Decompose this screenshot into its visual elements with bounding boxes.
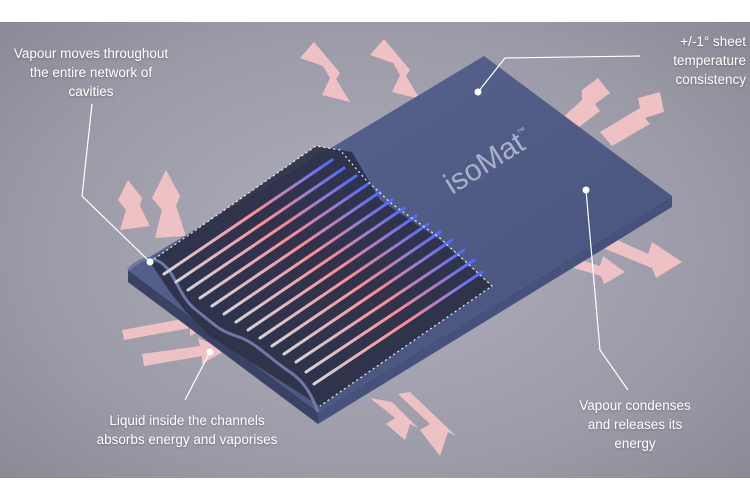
channel <box>270 230 442 348</box>
callout-vapour-moves: Vapour moves throughout the entire netwo… <box>6 44 176 101</box>
arrow-r-2 <box>598 232 682 278</box>
channel <box>210 190 382 308</box>
arrow-down-1 <box>370 398 418 440</box>
arrow-ur-1 <box>560 78 610 130</box>
dot-vapour <box>146 258 154 266</box>
callout-line: cavities <box>68 84 114 99</box>
plate-side-front <box>128 270 318 424</box>
callout-line: and releases its <box>587 417 683 432</box>
callout-line: temperature <box>673 53 746 68</box>
callout-line: the entire network of <box>29 65 153 80</box>
callout-temperature: +/-1° sheet temperature consistency <box>596 32 746 89</box>
arrow-ur-2 <box>600 92 664 146</box>
channel <box>312 270 484 386</box>
dot-liquid <box>206 348 214 356</box>
callout-leaders <box>81 55 641 401</box>
arrow-up-1 <box>300 42 350 102</box>
leader-temp <box>477 55 641 93</box>
callout-line: absorbs energy and vaporises <box>96 432 278 447</box>
brand-trademark: ™ <box>515 125 528 138</box>
callout-dots <box>146 88 590 356</box>
leader-vapour <box>81 103 151 263</box>
callout-line: Liquid inside the channels <box>109 413 265 428</box>
cutaway-outline <box>149 145 493 407</box>
channel <box>174 166 346 284</box>
dot-condense <box>582 186 590 194</box>
background-bottom-band <box>0 478 750 500</box>
arrow-r-1 <box>574 256 625 284</box>
callout-line: consistency <box>675 72 746 87</box>
channel <box>304 258 476 374</box>
arrow-up-2 <box>370 39 420 99</box>
channel <box>246 214 418 332</box>
channel-cavity <box>150 146 492 406</box>
leader-liquid <box>184 351 211 401</box>
arrow-ul-1 <box>118 180 150 230</box>
arrow-down-2 <box>398 392 456 456</box>
channel <box>186 174 358 292</box>
channel <box>282 238 454 356</box>
leader-condense <box>585 189 629 391</box>
channel <box>222 198 394 316</box>
channel <box>162 158 334 276</box>
channel <box>258 222 430 340</box>
dot-temp <box>474 88 482 96</box>
channels <box>162 158 484 386</box>
plate-side-right <box>318 196 672 424</box>
channel <box>234 206 406 324</box>
heat-arrows <box>118 39 682 456</box>
callout-line: energy <box>614 436 656 451</box>
arrow-in-2 <box>142 338 226 366</box>
callout-condenses: Vapour condenses and releases its energy <box>560 396 710 453</box>
callout-line: +/-1° sheet <box>680 34 746 49</box>
arrow-ul-2 <box>152 170 186 238</box>
callout-line: Vapour condenses <box>579 398 691 413</box>
callout-line: Vapour moves throughout <box>13 46 169 61</box>
profile-edge <box>126 257 320 413</box>
channel <box>294 248 466 364</box>
background-top-band <box>0 0 750 22</box>
channel <box>198 182 370 300</box>
callout-liquid: Liquid inside the channels absorbs energ… <box>72 411 302 449</box>
